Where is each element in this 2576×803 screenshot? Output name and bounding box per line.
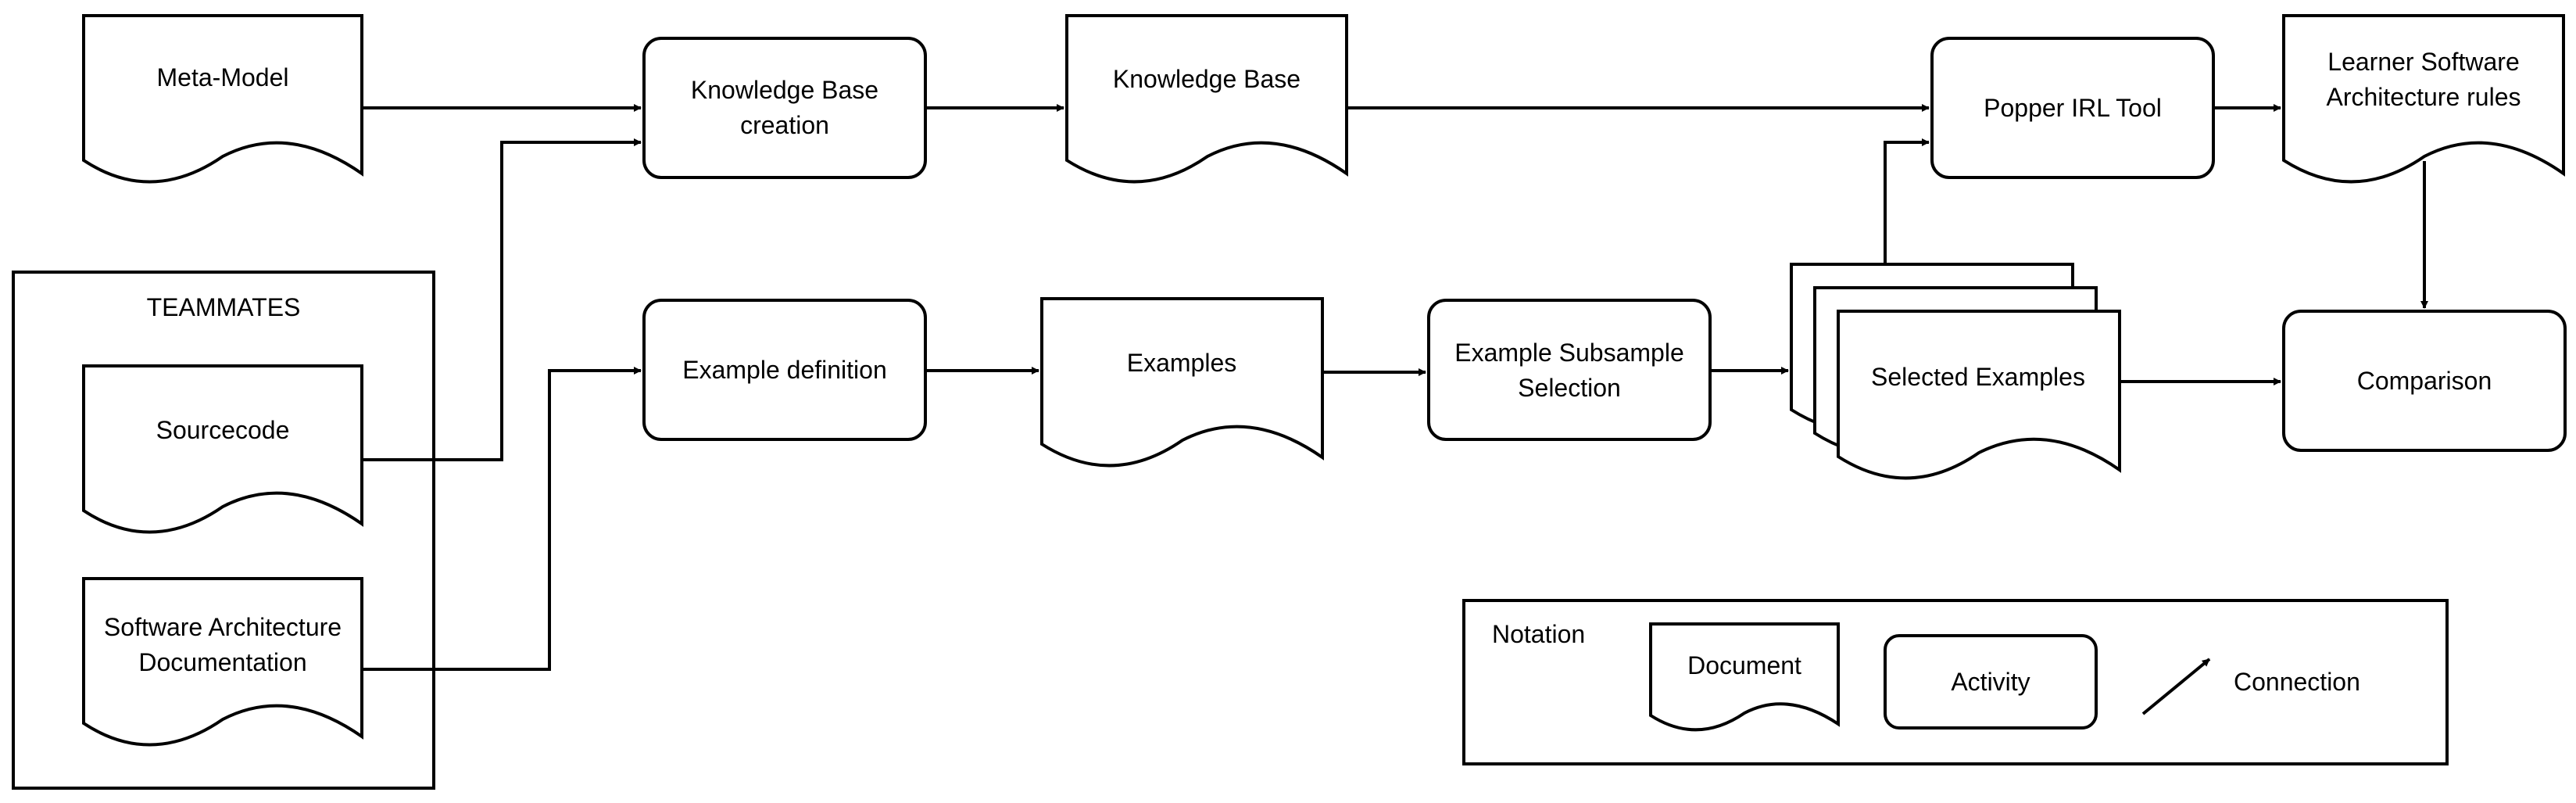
notation-legend: Notation Document Activity Connection [1462,599,2449,765]
kb-creation-label-line2: creation [740,111,829,139]
meta-model-document: Meta-Model [82,14,363,184]
comparison-label: Comparison [2357,367,2492,395]
subsample-selection-activity: Example Subsample Selection [1427,299,1712,441]
comparison-activity: Comparison [2282,310,2567,452]
popper-tool-activity: Popper IRL Tool [1930,37,2215,179]
legend-document-symbol: Document [1649,622,1840,732]
edge-sourcecode-to-kb-creation [362,138,642,461]
subsample-label-line1: Example Subsample [1454,339,1683,367]
teammates-label: TEAMMATES [147,293,301,321]
examples-document: Examples [1040,297,1324,468]
legend-document-label: Document [1687,651,1801,679]
example-definition-label: Example definition [682,356,886,384]
software-architecture-documentation-document: Software Architecture Documentation [82,577,363,747]
sourcecode-label: Sourcecode [156,416,290,444]
edge-selected-examples-to-popper [1884,138,1930,264]
examples-label: Examples [1127,349,1237,377]
selected-examples-document-stack: Selected Examples [1790,263,2121,480]
sad-label-line2: Documentation [138,648,306,676]
knowledge-base-document: Knowledge Base [1065,14,1348,184]
sad-label-line1: Software Architecture [104,613,342,641]
connections [362,104,2428,671]
legend-connection-label: Connection [2234,668,2360,696]
selected-examples-label: Selected Examples [1871,363,2085,391]
legend-activity-symbol: Activity [1884,634,2098,730]
knowledge-base-label: Knowledge Base [1113,65,1301,93]
rules-label-line2: Architecture rules [2327,83,2521,111]
kb-creation-label-line1: Knowledge Base [691,76,878,104]
legend-connection-symbol: Connection [2141,658,2360,715]
popper-tool-label: Popper IRL Tool [1984,94,2162,122]
example-definition-activity: Example definition [642,299,927,441]
kb-creation-activity: Knowledge Base creation [642,37,927,179]
meta-model-label: Meta-Model [157,63,289,91]
learner-rules-document: Learner Software Architecture rules [2282,14,2565,184]
legend-title: Notation [1492,620,1585,648]
sourcecode-document: Sourcecode [82,364,363,534]
edge-sad-to-example-definition [362,367,642,671]
subsample-label-line2: Selection [1518,374,1621,402]
legend-activity-label: Activity [1951,668,2030,696]
rules-label-line1: Learner Software [2327,48,2519,76]
